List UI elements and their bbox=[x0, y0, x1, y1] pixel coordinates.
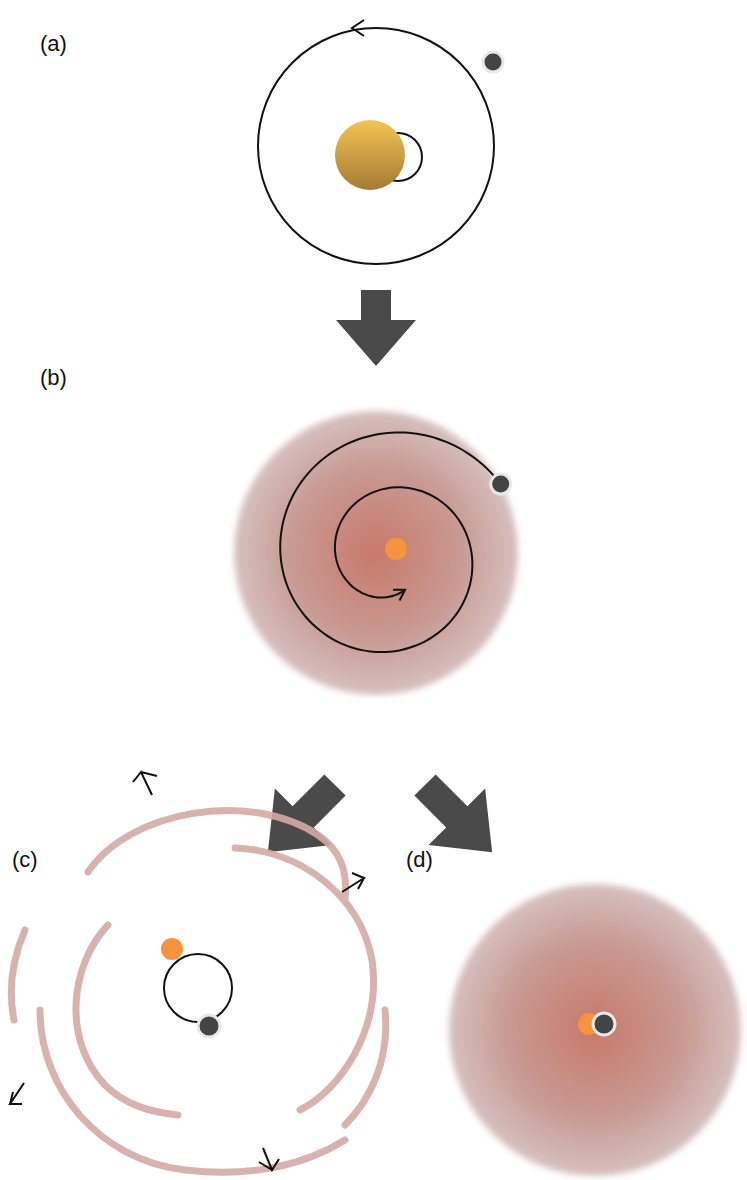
flow-arrow bbox=[397, 757, 521, 881]
planet bbox=[198, 1015, 220, 1037]
post-ce-binary bbox=[161, 938, 232, 1037]
stellar-core bbox=[161, 938, 183, 960]
planet-orbit bbox=[258, 28, 494, 264]
ejected-arm bbox=[345, 1010, 386, 1125]
ejected-arm bbox=[11, 930, 25, 1020]
flow-arrow bbox=[240, 757, 364, 881]
outflow-arrow bbox=[342, 873, 364, 892]
outflow-arrow bbox=[133, 772, 157, 795]
binary-orbit bbox=[164, 954, 232, 1022]
host-star bbox=[335, 120, 405, 190]
outflow-arrow bbox=[259, 1148, 279, 1170]
common-envelope bbox=[234, 411, 518, 695]
outflow-arrows bbox=[10, 772, 364, 1170]
panel-label: (d) bbox=[406, 848, 433, 872]
orbit-arrow bbox=[352, 20, 364, 36]
flow-arrow bbox=[336, 290, 416, 366]
common-envelope bbox=[449, 884, 741, 1176]
panel-b bbox=[234, 411, 518, 695]
panel-label: (a) bbox=[40, 32, 67, 56]
ejected-arm bbox=[40, 1010, 345, 1172]
ejected-arm bbox=[88, 811, 346, 900]
panel-label: (c) bbox=[12, 848, 38, 872]
planet bbox=[483, 52, 503, 72]
panel-d bbox=[449, 884, 741, 1176]
inspiral-arrowhead bbox=[393, 590, 405, 601]
inspiral-path bbox=[280, 433, 500, 653]
planet bbox=[491, 474, 511, 494]
outflow-arrow bbox=[10, 1083, 24, 1104]
planet bbox=[593, 1013, 615, 1035]
stellar-core bbox=[385, 538, 407, 560]
panel-label: (b) bbox=[40, 366, 67, 390]
ejected-arm bbox=[235, 848, 373, 1110]
panel-c bbox=[11, 811, 385, 1173]
panel-a bbox=[258, 20, 503, 264]
